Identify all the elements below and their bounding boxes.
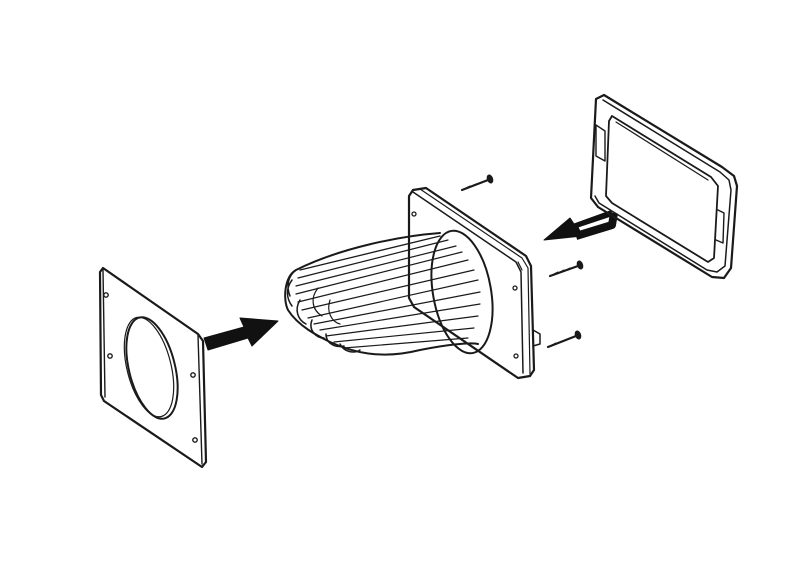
mounting-base-plate: [409, 188, 540, 378]
flange-plate-with-round-opening: [100, 268, 206, 467]
mounting-screw-top: [462, 174, 494, 190]
assembly-arrow-left: [204, 318, 278, 350]
mounting-screw-middle: [550, 260, 584, 276]
rectangular-bezel-frame: [591, 95, 737, 278]
assembly-arrow-right: [544, 211, 614, 240]
ribbed-cylinder-housing: [285, 226, 501, 358]
mounting-screw-bottom: [548, 330, 582, 347]
